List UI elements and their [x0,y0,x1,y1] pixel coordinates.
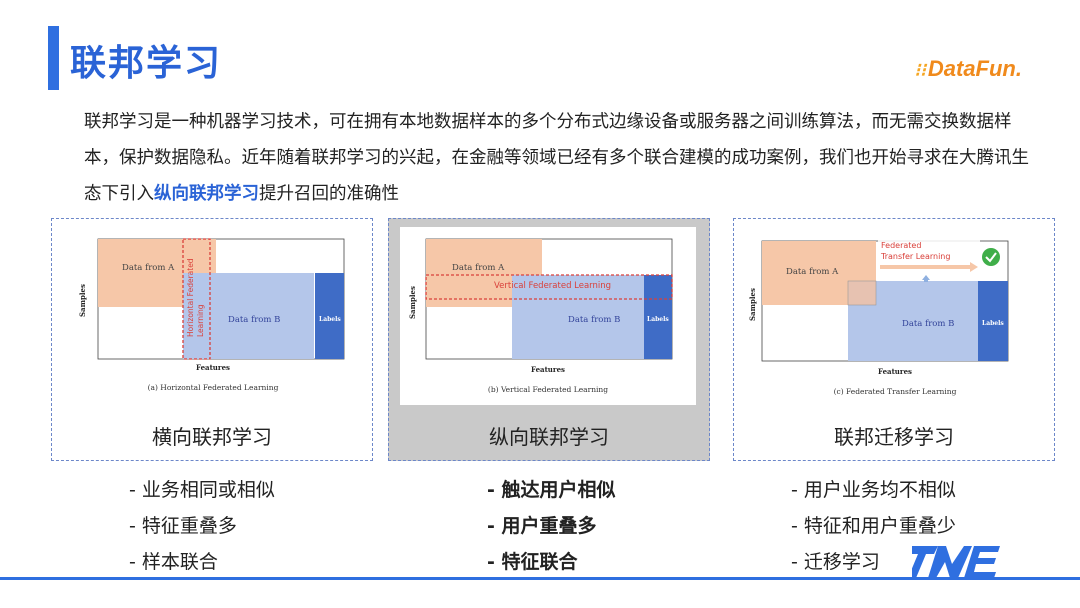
overlay-label: Vertical Federated Learning [494,281,612,291]
features-label: Features [531,365,565,374]
data-a-label: Data from A [452,263,505,273]
check-circle-icon [982,248,1000,266]
data-a-label: Data from A [122,263,175,273]
panel-label: 联邦迁移学习 [834,425,954,449]
labels-label: Labels [319,316,341,323]
bullet-item: - 触达用户相似 [487,479,616,501]
bullet-item: - 特征和用户重叠少 [791,515,956,537]
datafun-logo: ⁝⁝DataFun. [914,56,1022,82]
bullet-item: - 迁移学习 [791,551,880,573]
bullets-horizontal: - 业务相同或相似 - 特征重叠多 - 样本联合 [129,472,275,580]
bullet-item: - 用户重叠多 [487,515,597,537]
bullet-item: - 样本联合 [129,551,218,573]
bullet-item: - 业务相同或相似 [129,479,275,501]
bullet-item: - 特征联合 [487,551,578,573]
figure-horizontal: Data from A Data from B Labels Horizonta… [64,225,362,403]
overlay-label-2: Transfer Learning [881,252,951,261]
overlay-label: Horizontal Federated Learning [186,258,205,337]
panel-label: 纵向联邦学习 [489,425,609,449]
samples-label: Samples [78,284,87,317]
tme-logo-icon [912,546,1000,578]
diagram-transfer [761,239,1009,362]
figure-transfer: Data from A Federated Transfer Learning … [746,227,1044,405]
panel-label: 横向联邦学习 [152,425,272,449]
data-b-label: Data from B [902,319,955,329]
paragraph-highlight: 纵向联邦学习 [154,184,259,204]
page-title: 联邦学习 [70,43,223,84]
footer-line [0,577,1080,580]
figure-caption: (c) Federated Transfer Learning [833,387,957,396]
figure-caption: (a) Horizontal Federated Learning [147,383,279,392]
labels-label: Labels [982,320,1004,327]
bullet-item: - 用户业务均不相似 [791,479,956,501]
samples-label: Samples [748,288,757,321]
overlay-label-1: Federated [881,241,922,250]
panel-transfer: Data from A Federated Transfer Learning … [733,218,1055,461]
paragraph-text: 联邦学习是一种机器学习技术，可在拥有本地数据样本的多个分布式边缘设备或服务器之间… [84,112,1029,204]
bullets-transfer: - 用户业务均不相似 - 特征和用户重叠少 - 迁移学习 [791,472,956,580]
data-b-label: Data from B [568,315,621,325]
panel-horizontal: Data from A Data from B Labels Horizonta… [51,218,373,461]
labels-label: Labels [647,316,669,323]
figure-caption: (b) Vertical Federated Learning [487,385,609,394]
bullet-item: - 特征重叠多 [129,515,237,537]
features-label: Features [196,363,230,372]
diagram-vertical [425,238,673,360]
figure-vertical: Data from A Vertical Federated Learning … [400,227,696,405]
paragraph-text-end: 提升召回的准确性 [259,184,399,204]
bullets-vertical: - 触达用户相似 - 用户重叠多 - 特征联合 [487,472,616,580]
intro-paragraph: 联邦学习是一种机器学习技术，可在拥有本地数据样本的多个分布式边缘设备或服务器之间… [84,104,1034,212]
logo-text: DataFun. [927,56,1022,81]
dots-icon: ⁝⁝ [914,60,926,80]
data-a-label: Data from A [786,267,839,277]
title-accent-bar [48,26,59,90]
panel-vertical: Data from A Vertical Federated Learning … [388,218,710,461]
samples-label: Samples [408,286,417,319]
diagram-horizontal [97,238,345,360]
features-label: Features [878,367,912,376]
data-b-label: Data from B [228,315,281,325]
